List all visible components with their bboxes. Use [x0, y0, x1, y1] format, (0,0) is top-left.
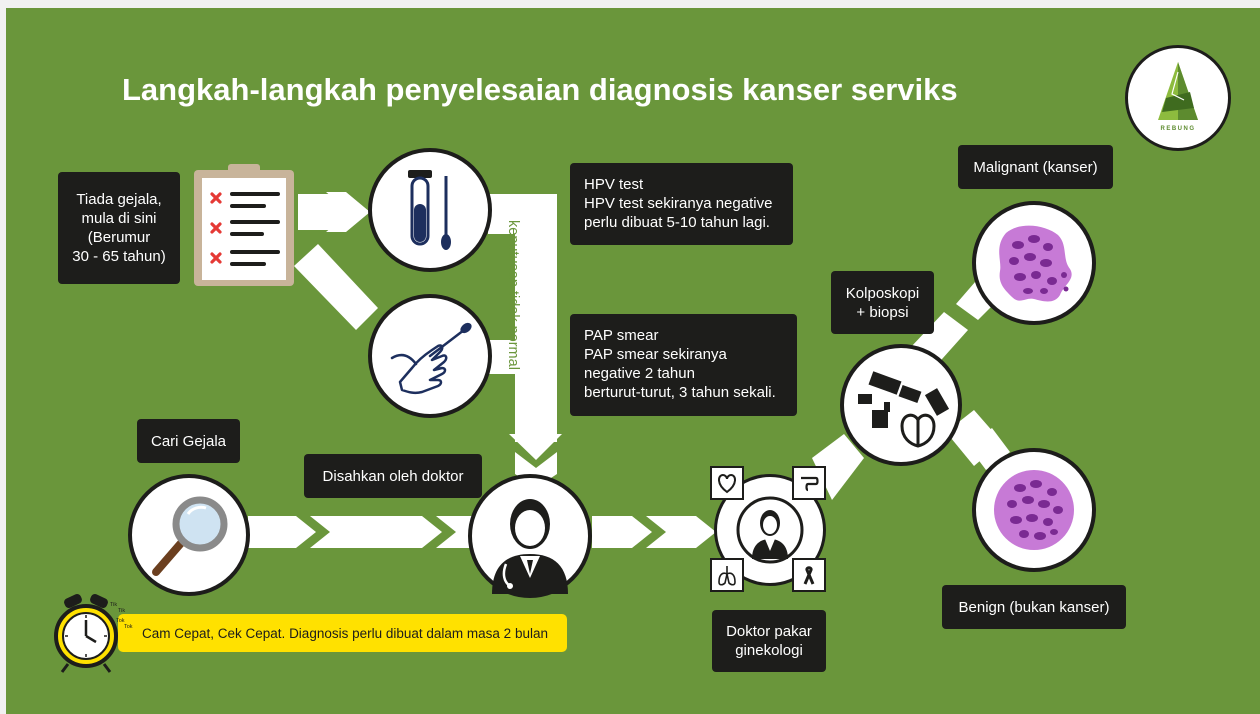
start-line-3: (Berumur [87, 229, 151, 246]
logo-text: REBUNG [1160, 126, 1196, 132]
hpv-line-2: HPV test sekiranya negative [584, 195, 773, 212]
start-box: Tiada gejala, mula di sini (Berumur 30 -… [58, 172, 180, 284]
pap-line-2: PAP smear sekiranya [584, 346, 727, 363]
pap-box: PAP smear PAP smear sekiranya negative 2… [570, 314, 797, 416]
doktor-pakar-line-2: ginekologi [735, 642, 803, 659]
kolposkopi-line-2: + biopsi [856, 303, 909, 321]
pap-smear-circle [368, 294, 492, 418]
arrow-to-pap [294, 244, 378, 330]
rebung-logo: REBUNG [1125, 45, 1231, 151]
hpv-test-circle [368, 148, 492, 272]
hpv-line-1: HPV test [584, 176, 644, 193]
heart-icon [710, 466, 744, 500]
kolposkopi-box: Kolposkopi + biopsi [831, 271, 934, 334]
arrow-chevron-hpv [326, 192, 370, 232]
clock-sound-2: Tik [118, 608, 126, 614]
doctor-icon [492, 499, 568, 594]
vertical-bar [515, 194, 557, 442]
benign-circle [972, 448, 1096, 572]
malignant-circle [972, 201, 1096, 325]
cari-gejala-box: Cari Gejala [137, 419, 240, 463]
hpv-line-3: perlu dibuat 5-10 tahun lagi. [584, 214, 770, 231]
arrow-doktor-pakar [592, 516, 652, 548]
start-line-1: Tiada gejala, [76, 191, 162, 208]
doktor-pakar-line-1: Doktor pakar [726, 623, 812, 640]
benign-box: Benign (bukan kanser) [942, 585, 1126, 629]
clipboard-icon [194, 164, 294, 286]
arrow-chevron-1 [310, 516, 442, 548]
clock-sound-4: Tok [124, 624, 133, 630]
colposcopy-circle [840, 344, 962, 466]
arrow-pap-right [488, 340, 518, 374]
clock-sound-3: Tok [116, 618, 125, 624]
hpv-box: HPV test HPV test sekiranya negative per… [570, 163, 793, 245]
colposcope-icon [858, 371, 950, 448]
alarm-clock-icon [54, 593, 118, 673]
search-circle [128, 474, 250, 596]
disahkan-box: Disahkan oleh doktor [304, 454, 482, 498]
doktor-pakar-box: Doktor pakar ginekologi [712, 610, 826, 672]
infographic-canvas: Langkah-langkah penyelesaian diagnosis k… [6, 8, 1260, 714]
arrow-cari-disahkan [248, 516, 316, 548]
intestine-icon [792, 466, 826, 500]
arrow-chevron-3 [646, 516, 716, 548]
pap-line-3: negative 2 tahun [584, 365, 695, 382]
start-line-4: 30 - 65 tahun) [72, 248, 166, 265]
pap-line-1: PAP smear [584, 327, 659, 344]
arrow-hpv-right [488, 194, 518, 234]
start-line-2: mula di sini [81, 210, 157, 227]
pap-line-4: berturut-turut, 3 tahun sekali. [584, 384, 776, 401]
specialist-icon [736, 496, 804, 564]
swab-glove-icon [390, 322, 472, 395]
kolposkopi-line-1: Kolposkopi [845, 284, 920, 302]
benign-cell-icon [994, 470, 1074, 550]
malignant-box: Malignant (kanser) [958, 145, 1113, 189]
page-title: Langkah-langkah penyelesaian diagnosis k… [122, 72, 958, 107]
ribbon-icon [792, 558, 826, 592]
doctor-circle [468, 474, 592, 598]
malignant-cell-icon [999, 225, 1072, 302]
bamboo-logo-icon [1158, 62, 1198, 120]
abnormal-result-label: keputusan tidak normal [505, 220, 521, 370]
magnifier-icon [152, 496, 228, 576]
test-tube-icon [408, 170, 451, 250]
footer-note: Cam Cepat, Cek Cepat. Diagnosis perlu di… [118, 614, 567, 652]
clock-sound-1: Tik [110, 602, 118, 608]
lungs-icon [710, 558, 744, 592]
vertical-arrow-head [509, 434, 562, 460]
